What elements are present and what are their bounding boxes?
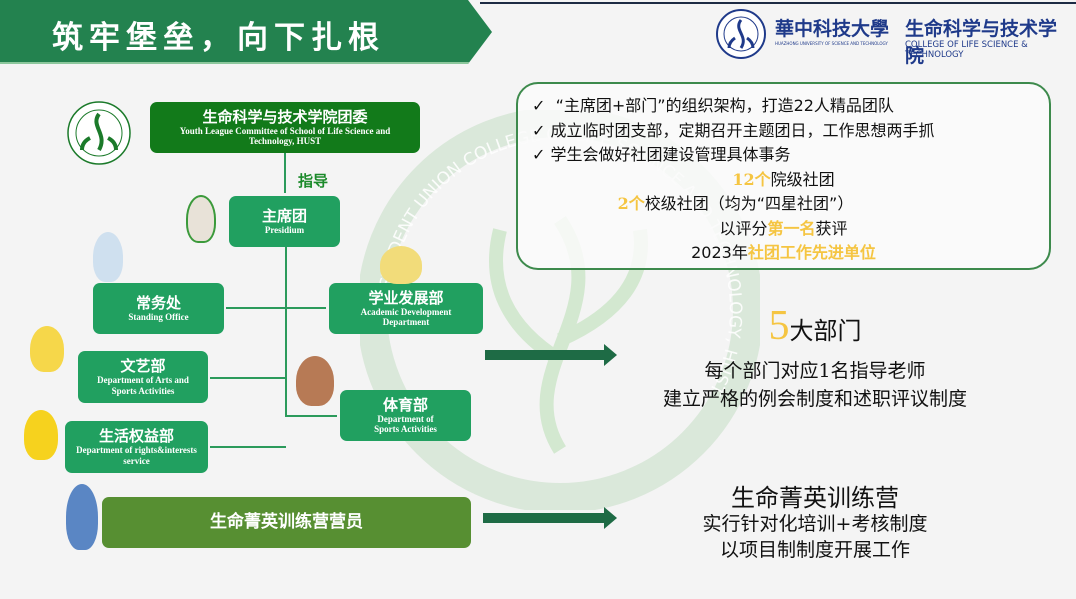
- departments-title: 大部门: [789, 317, 862, 345]
- highlight: 2个: [617, 194, 645, 213]
- departments-desc: 每个部门对应1名指导老师建立严格的例会制度和述职评议制度: [620, 357, 1010, 413]
- departments-heading: 5大部门: [640, 302, 990, 350]
- sports-cn: 体育部: [382, 395, 428, 414]
- camp-members-box: 生命菁英训练营营员: [102, 497, 471, 548]
- departments-count: 5: [768, 303, 790, 349]
- bullet-item: ✓ 学生会做好社团建设管理具体事务: [532, 143, 1049, 168]
- bullet-item: ✓ “主席团+部门”的组织架构，打造22人精品团队: [532, 94, 1049, 119]
- mascot-image: [66, 484, 98, 550]
- university-logo: 華中科技大學 HUAZHONG UNIVERSITY OF SCIENCE AN…: [715, 8, 1070, 67]
- camp-members-label: 生命菁英训练营营员: [210, 511, 363, 532]
- college-clubs-line: 12个院级社团: [518, 168, 1049, 193]
- highlight: 12个: [732, 169, 771, 189]
- arrow-right-icon: [485, 344, 617, 366]
- bullet-text: “主席团+部门”的组织架构，打造22人精品团队: [555, 96, 894, 115]
- desc-line: 实行针对化培训+考核制度: [702, 513, 928, 535]
- academic-en: Academic Development Department: [360, 306, 452, 328]
- connector-line: [285, 247, 287, 415]
- connector-arrow: [226, 307, 326, 309]
- highlights-box: ✓ “主席团+部门”的组织架构，打造22人精品团队 ✓ 成立临时团支部，定期召开…: [516, 82, 1051, 270]
- university-name-en: HUAZHONG UNIVERSITY OF SCIENCE AND TECHN…: [775, 41, 888, 46]
- mascot-image: [380, 246, 422, 284]
- award-line: 2023年社团工作先进单位: [518, 241, 1049, 266]
- university-seal-icon: [716, 9, 766, 59]
- text: 获评: [815, 218, 848, 238]
- ranking-line: 以评分第一名获评: [518, 217, 1049, 242]
- arts-cn: 文艺部: [120, 357, 166, 376]
- sports-en: Department of Sports Activities: [374, 413, 437, 435]
- mascot-image: [296, 356, 334, 406]
- arts-en: Department of Arts and Sports Activities: [97, 375, 189, 396]
- academic-cn: 学业发展部: [368, 288, 444, 307]
- standing-cn: 常务处: [135, 293, 181, 312]
- text: 校级社团（均为“四星社团”）: [644, 194, 854, 213]
- bullet-text: 学生会做好社团建设管理具体事务: [550, 145, 791, 164]
- highlight: 社团工作先进单位: [747, 243, 876, 262]
- header-divider: [480, 2, 1076, 4]
- page-title: 筑牢堡垒，向下扎根: [52, 20, 385, 56]
- presidium-cn: 主席团: [261, 206, 307, 225]
- connector-arrow: [210, 446, 286, 448]
- desc-line: 建立严格的例会制度和述职评议制度: [662, 388, 967, 410]
- check-icon: ✓: [532, 96, 546, 115]
- college-name: 生命科学与技术学院: [905, 18, 1058, 67]
- check-icon: ✓: [532, 145, 546, 164]
- presidium-en: Presidium: [264, 224, 305, 235]
- university-name: 華中科技大學: [775, 18, 890, 40]
- mascot-image: [186, 195, 216, 243]
- rights-en: Department of rights&interests service: [76, 445, 197, 466]
- text: 2023年: [691, 243, 748, 262]
- standing-en: Standing Office: [128, 311, 189, 322]
- desc-line: 以项目制制度开展工作: [719, 539, 910, 561]
- mascot-image: [93, 232, 123, 282]
- connector-arrow: [210, 377, 286, 379]
- guide-label: 指导: [298, 172, 329, 190]
- camp-title: 生命菁英训练营: [731, 484, 899, 512]
- text: 院级社团: [770, 169, 835, 189]
- highlight: 第一名: [767, 218, 816, 238]
- connector-arrow: [285, 415, 337, 417]
- check-icon: ✓: [532, 120, 546, 140]
- college-seal-icon: [67, 101, 131, 165]
- connector-line: [284, 153, 286, 193]
- mascot-image: [30, 326, 64, 372]
- committee-cn: 生命科学与技术学院团委: [202, 107, 368, 126]
- bullet-text: 成立临时团支部，定期召开主题团日，工作思想两手抓: [550, 120, 935, 140]
- committee-en: Youth League Committee of School of Life…: [179, 125, 391, 147]
- title-banner: [0, 0, 492, 64]
- mascot-image: [24, 410, 58, 460]
- desc-line: 每个部门对应1名指导老师: [704, 360, 926, 382]
- college-name-en: COLLEGE OF LIFE SCIENCE & TECHNOLOGY: [905, 40, 1028, 60]
- arrow-right-icon: [483, 507, 617, 529]
- rights-cn: 生活权益部: [98, 427, 174, 446]
- camp-desc: 实行针对化培训+考核制度以项目制制度开展工作: [640, 511, 990, 563]
- university-clubs-line: 2个校级社团（均为“四星社团”）: [422, 192, 1049, 217]
- text: 以评分: [719, 218, 768, 238]
- bullet-item: ✓ 成立临时团支部，定期召开主题团日，工作思想两手抓: [532, 119, 1049, 144]
